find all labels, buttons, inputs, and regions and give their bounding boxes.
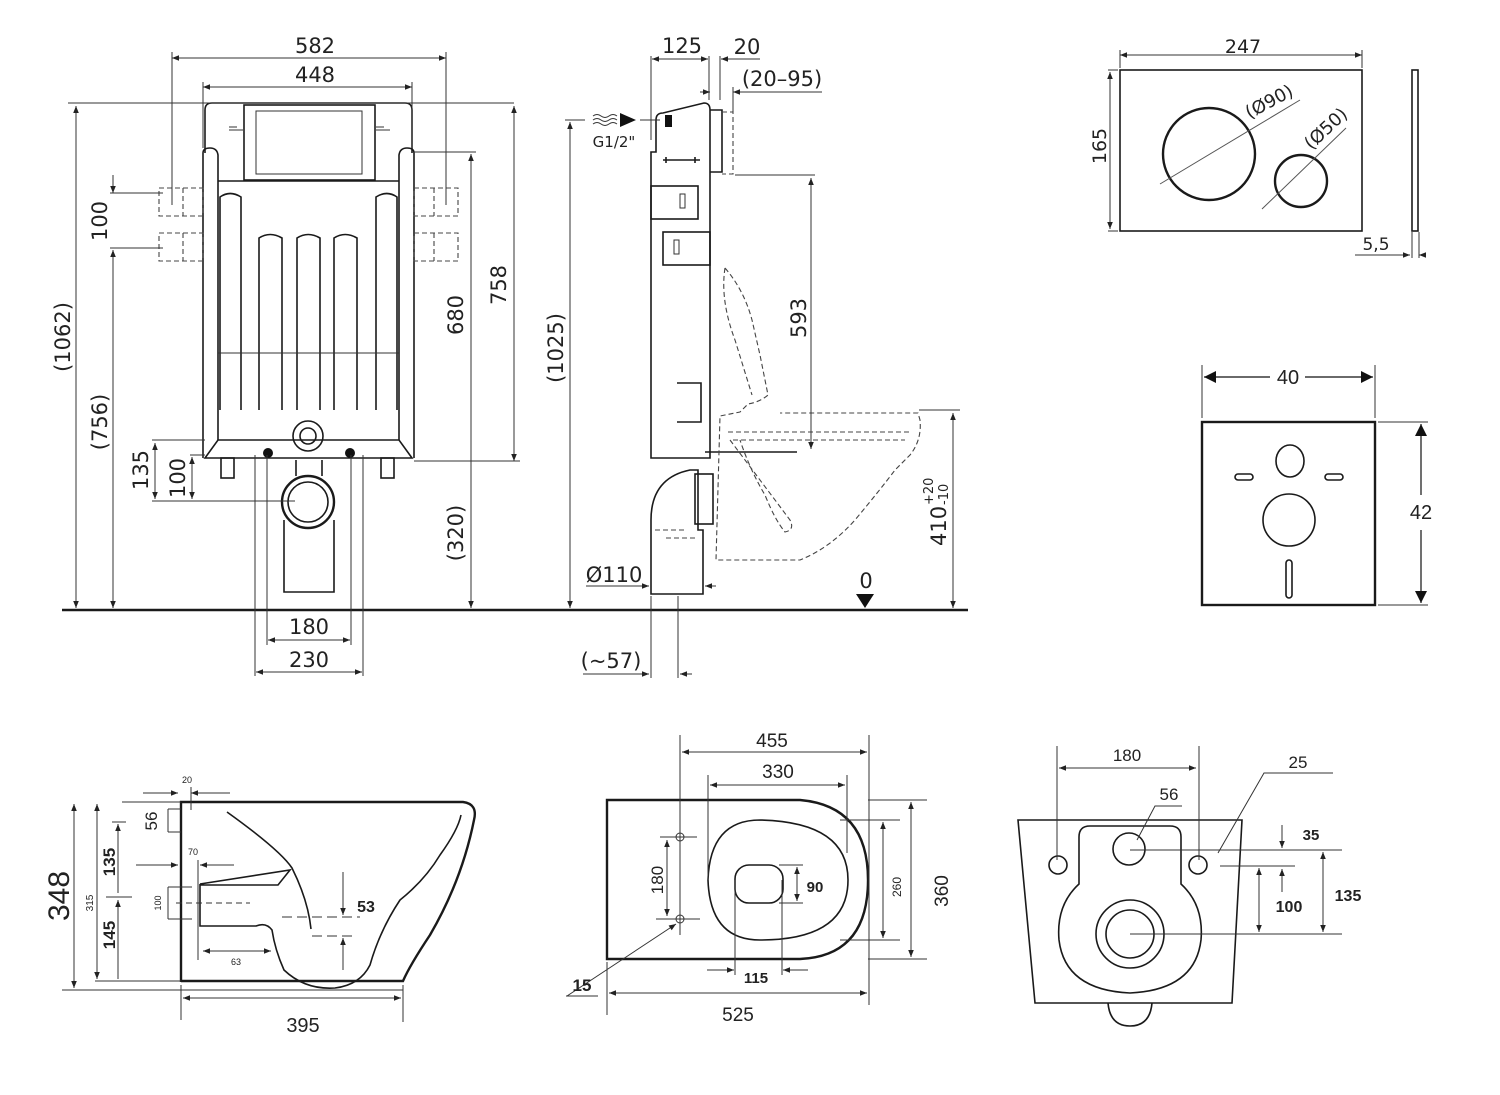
dim-100-side: 100 [153, 895, 163, 910]
dim-135-back: 135 [1335, 888, 1362, 905]
dim-40: 40 [1277, 367, 1299, 389]
dim-410-tol-minus: -10 [937, 484, 952, 505]
dim-135-front: 135 [129, 450, 153, 490]
dim-d110: Ø110 [586, 563, 643, 587]
dim-1025: (1025) [544, 313, 568, 383]
dim-35: 35 [1303, 827, 1320, 844]
dim-593: 593 [787, 298, 811, 338]
dim-100-back: 100 [1276, 899, 1303, 916]
cistern-opening [243, 104, 376, 181]
flush-plate-view [1107, 50, 1426, 258]
floor-level-label: 0 [859, 569, 872, 593]
dim-360: 360 [932, 875, 953, 907]
dim-53: 53 [357, 899, 375, 916]
labels: 582 448 (1062) 100 (756) 135 100 680 758… [43, 34, 1432, 1037]
bowl-side-view [62, 787, 477, 1022]
dim-455: 455 [756, 731, 788, 752]
dim-56-side: 56 [142, 812, 161, 831]
dim-115: 115 [744, 970, 768, 987]
front-view [62, 52, 968, 676]
frame-base [203, 439, 414, 459]
dim-100-anchor: 100 [88, 201, 112, 241]
bowl-back-outline [1017, 819, 1243, 1004]
dim-756: (756) [88, 394, 112, 450]
dim-230: 230 [289, 648, 329, 672]
dim-42: 42 [1410, 502, 1432, 524]
dim-20-side: 20 [182, 775, 192, 785]
dim-758: 758 [487, 265, 511, 305]
dim-180-front: 180 [289, 615, 329, 639]
dim-1062: (1062) [51, 302, 75, 372]
dim-410: 410 [927, 506, 951, 546]
dim-410-tol-plus: +20 [922, 478, 937, 505]
bowl-side-outline [179, 800, 477, 983]
dim-330: 330 [762, 762, 794, 783]
dim-56-back: 56 [1160, 785, 1179, 804]
dim-125: 125 [662, 34, 702, 58]
dim-247: 247 [1225, 36, 1261, 58]
dim-135-side: 135 [100, 848, 119, 876]
right-rail [398, 147, 415, 458]
dim-5-5: 5,5 [1362, 235, 1389, 255]
large-button [1161, 106, 1257, 202]
bowl-top-view [566, 735, 927, 1015]
floor-level-marker [856, 594, 874, 608]
dim-145: 145 [100, 921, 119, 949]
flush-plate [1119, 69, 1363, 232]
dim-d90: (Ø90) [1242, 81, 1297, 124]
dim-100-front: 100 [166, 458, 190, 498]
dim-90: 90 [807, 879, 824, 896]
dim-25: 25 [1289, 753, 1308, 772]
dim-70: 70 [188, 847, 198, 857]
dim-63: 63 [231, 957, 241, 967]
dim-680: 680 [444, 295, 468, 335]
dim-180-back: 180 [1113, 746, 1141, 765]
inlet-label: G1/2" [593, 133, 636, 151]
dim-320: (320) [444, 505, 468, 561]
dim-180-top: 180 [648, 866, 667, 894]
dim-582: 582 [295, 34, 335, 58]
dim-57: (~57) [581, 649, 642, 673]
side-view [565, 56, 960, 678]
dim-395: 395 [286, 1015, 319, 1037]
dim-20-95: (20–95) [742, 67, 822, 91]
dim-20: 20 [734, 35, 761, 59]
dim-348: 348 [43, 871, 76, 921]
dim-260: 260 [890, 877, 904, 897]
dim-165: 165 [1089, 128, 1111, 164]
bowl-back-view [1017, 746, 1342, 1027]
dim-448: 448 [295, 63, 335, 87]
dim-525: 525 [722, 1005, 754, 1026]
left-rail [202, 147, 219, 458]
sound-pad [1200, 420, 1377, 607]
cistern-window [255, 110, 363, 175]
sound-pad-view [1200, 365, 1428, 607]
bowl-top-outline [605, 798, 870, 961]
frame-side-profile [650, 102, 711, 459]
dim-315: 315 [85, 894, 96, 911]
small-button [1273, 153, 1329, 209]
dim-15: 15 [573, 976, 592, 995]
